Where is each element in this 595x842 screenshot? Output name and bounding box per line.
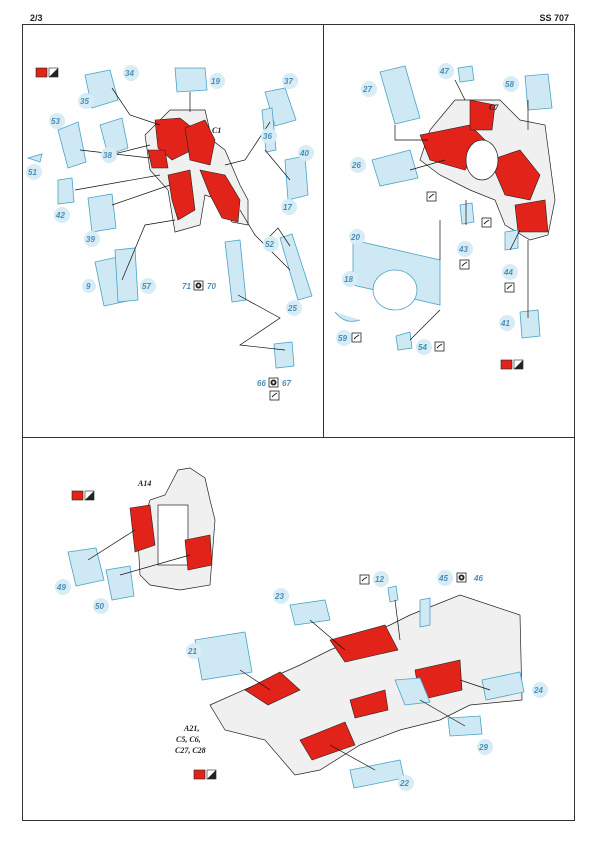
part-label: 37 bbox=[284, 77, 293, 86]
part-label: 54 bbox=[418, 343, 427, 352]
part-label: 19 bbox=[211, 77, 220, 86]
part-label: 52 bbox=[265, 240, 274, 249]
fold-icon bbox=[481, 217, 492, 228]
fold-icon bbox=[504, 282, 515, 293]
part-label: 18 bbox=[344, 275, 353, 284]
part-label: 67 bbox=[282, 379, 291, 388]
panel-bottom-frame bbox=[22, 437, 575, 821]
part-label: 25 bbox=[287, 304, 297, 313]
reference-group-line: C27, C28 bbox=[175, 746, 206, 755]
part-label: 66 bbox=[257, 379, 266, 388]
part-label: 45 bbox=[438, 574, 448, 583]
part-label: 43 bbox=[458, 245, 468, 254]
reference-label-a14: A14 bbox=[137, 479, 151, 488]
fold-icon bbox=[351, 332, 362, 343]
part-label: 71 bbox=[182, 282, 191, 291]
glue-icon bbox=[456, 572, 467, 583]
page-number: 2/3 bbox=[30, 13, 43, 23]
part-label: 58 bbox=[505, 80, 514, 89]
part-label: 35 bbox=[80, 97, 89, 106]
part-label: 41 bbox=[500, 319, 510, 328]
part-label: 36 bbox=[263, 132, 272, 141]
color-swatch-icon bbox=[35, 67, 59, 78]
color-swatch-icon bbox=[193, 769, 217, 780]
part-label: 23 bbox=[274, 592, 284, 601]
part-label: 29 bbox=[478, 743, 488, 752]
panel2-drawing: 27 47 58 26 43 20 18 44 41 59 54 C7 bbox=[334, 63, 556, 370]
part-label: 50 bbox=[95, 602, 104, 611]
color-swatch-icon bbox=[71, 490, 95, 501]
part-label: 27 bbox=[362, 85, 372, 94]
color-swatch-icon bbox=[500, 359, 524, 370]
part-label: 17 bbox=[283, 203, 292, 212]
fold-icon bbox=[459, 259, 470, 270]
part-label: 57 bbox=[142, 282, 151, 291]
fold-icon bbox=[359, 574, 370, 585]
part-label: 12 bbox=[375, 575, 384, 584]
part-label: 42 bbox=[55, 211, 65, 220]
part-label: 51 bbox=[28, 168, 37, 177]
part-label: 47 bbox=[439, 67, 449, 76]
reference-label-c7: C7 bbox=[489, 103, 499, 112]
part-label: 26 bbox=[351, 161, 361, 170]
part-label: 21 bbox=[187, 647, 197, 656]
part-label: 39 bbox=[86, 235, 95, 244]
part-label: 34 bbox=[125, 69, 134, 78]
panel3-drawing: A14 49 50 bbox=[55, 467, 548, 791]
part-label: 20 bbox=[350, 233, 360, 242]
part-label: 53 bbox=[51, 117, 60, 126]
glue-icon bbox=[268, 377, 279, 388]
part-label: 70 bbox=[207, 282, 216, 291]
part-label: 22 bbox=[399, 779, 409, 788]
part-label: 49 bbox=[56, 583, 66, 592]
fold-icon bbox=[434, 341, 445, 352]
part-label: 40 bbox=[299, 149, 309, 158]
part-label: 59 bbox=[338, 334, 347, 343]
part-label: 9 bbox=[86, 282, 91, 291]
reference-group-line: A21, bbox=[183, 724, 199, 733]
part-label: 44 bbox=[503, 268, 513, 277]
reference-label-c1: C1 bbox=[212, 126, 221, 135]
part-label: 24 bbox=[533, 686, 543, 695]
part-label: 38 bbox=[103, 151, 112, 160]
fold-icon bbox=[426, 191, 437, 202]
panel1-drawing: 34 35 19 37 53 36 38 51 40 17 42 39 52 9… bbox=[26, 65, 314, 401]
document-code: SS 707 bbox=[539, 13, 569, 23]
part-label: 46 bbox=[473, 574, 483, 583]
reference-group-line: C5, C6, bbox=[176, 735, 201, 744]
glue-icon bbox=[193, 280, 204, 291]
fold-icon bbox=[269, 390, 280, 401]
